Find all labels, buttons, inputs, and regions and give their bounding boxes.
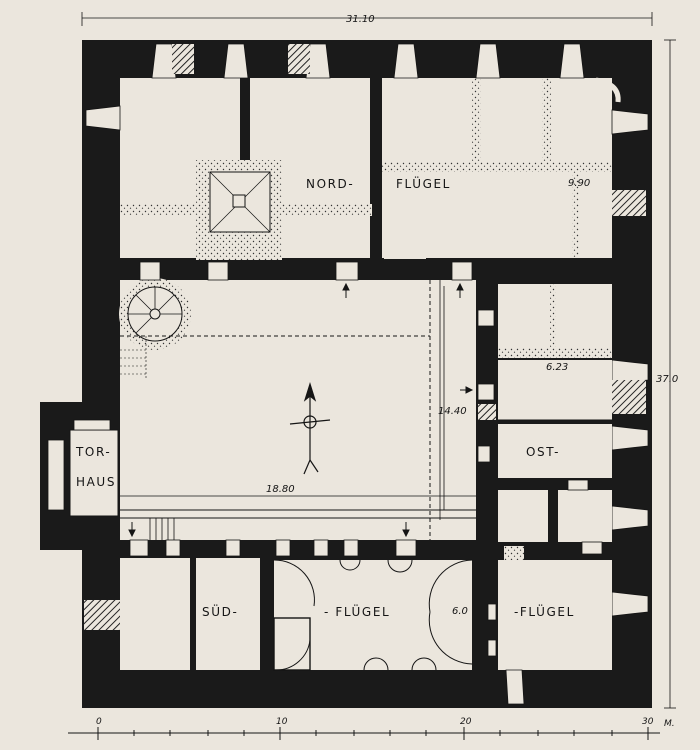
dim-court-width: 18.80 xyxy=(266,484,295,495)
south-wing xyxy=(120,558,612,670)
scale-tick-0: 0 xyxy=(96,717,102,727)
north-partition-v1 xyxy=(472,78,481,168)
dim-court-depth: 14.40 xyxy=(438,406,467,417)
north-partition-east xyxy=(382,162,612,172)
label-fluegel-south: - FLÜGEL xyxy=(324,603,390,619)
scale-unit: M. xyxy=(664,719,675,729)
label-haus: HAUS xyxy=(76,475,116,489)
dimension-lines xyxy=(81,12,676,709)
east-partition xyxy=(498,348,612,358)
north-partition-v3 xyxy=(572,168,579,258)
dim-north-room: 9.90 xyxy=(568,178,590,189)
gatehouse xyxy=(69,429,119,517)
south-inner-room xyxy=(273,617,311,671)
north-arrow-icon xyxy=(289,381,331,475)
scale-bar xyxy=(68,727,660,740)
label-fluegel-north: FLÜGEL xyxy=(396,175,451,191)
scale-tick-10: 10 xyxy=(276,717,288,727)
scale-tick-20: 20 xyxy=(460,717,472,727)
dim-width: 31.10 xyxy=(346,14,375,25)
east-wing xyxy=(498,284,612,542)
label-tor: TOR- xyxy=(75,445,111,459)
north-courtyard-steps xyxy=(384,239,426,259)
dim-height: 37.0 xyxy=(656,374,678,385)
courtyard-pillars xyxy=(129,261,473,557)
ne-corner-stair xyxy=(595,77,621,103)
north-partition-v2 xyxy=(542,78,551,168)
dim-east-room: 6.23 xyxy=(546,362,568,373)
label-nord: NORD- xyxy=(306,177,354,191)
label-fluegel-east: -FLÜGEL xyxy=(514,603,575,619)
dim-south-room: 6.0 xyxy=(452,606,468,617)
label-ost: OST- xyxy=(526,445,560,459)
label-sued: SÜD- xyxy=(202,603,238,619)
scale-tick-30: 30 xyxy=(642,717,654,727)
north-windows xyxy=(151,43,585,79)
